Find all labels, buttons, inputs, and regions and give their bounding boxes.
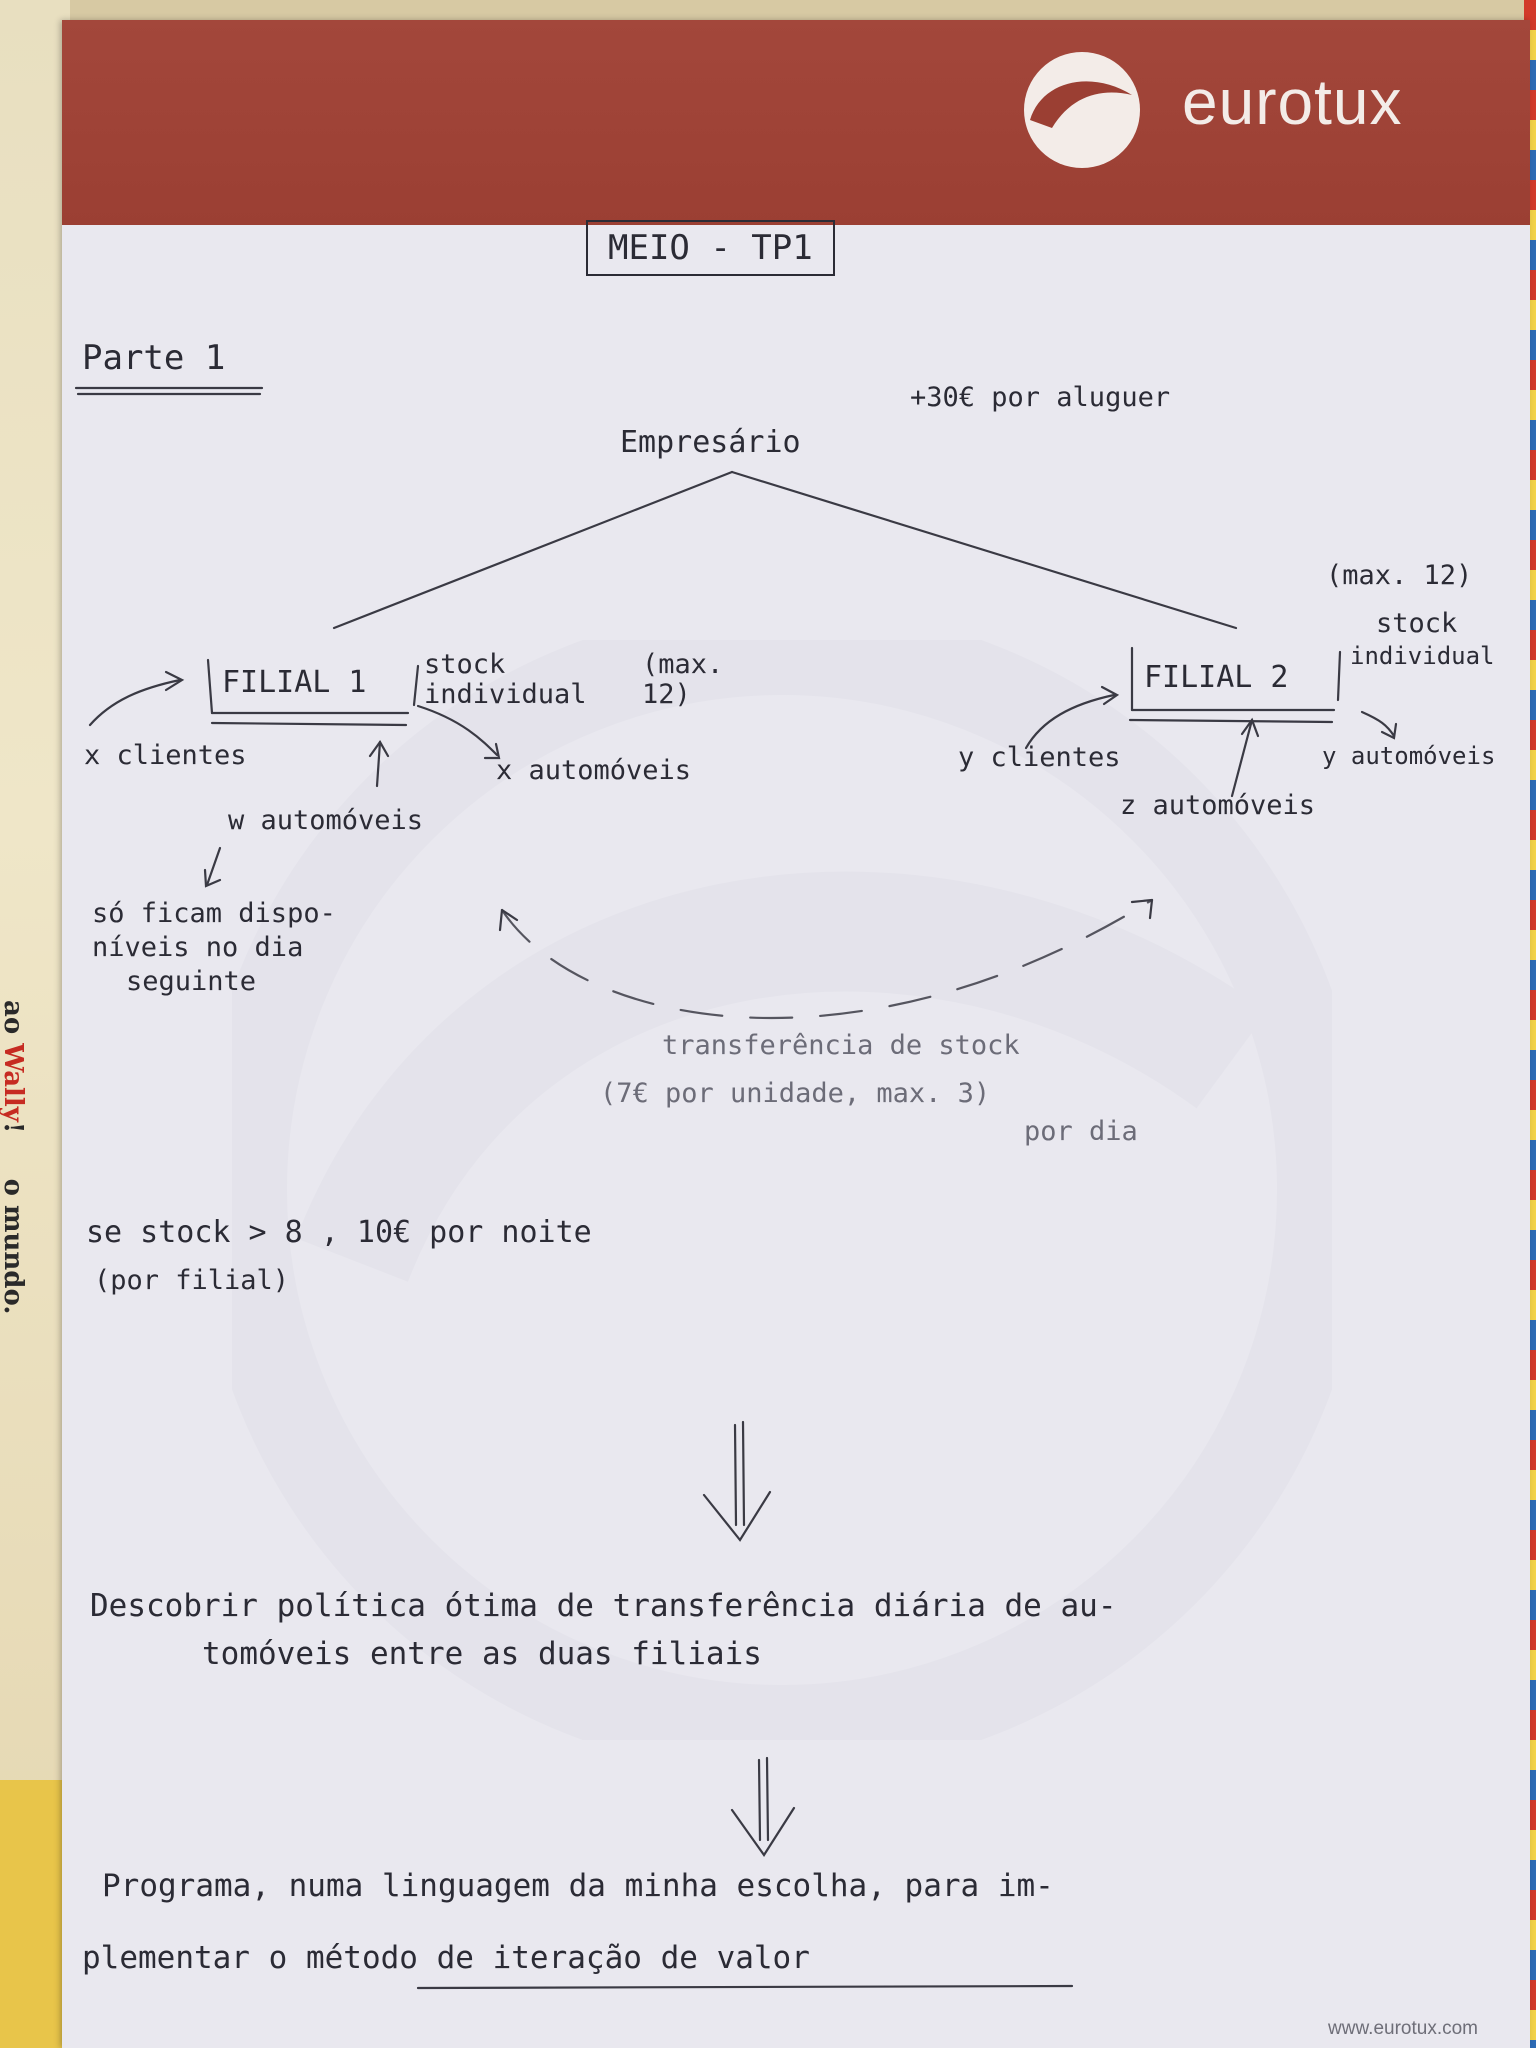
diagram-root-label: Empresário: [620, 425, 801, 460]
branch2-label: FILIAL 2: [1144, 660, 1289, 695]
comic-text-2: o mundo.: [0, 1178, 28, 1315]
footer-website: www.eurotux.com: [1328, 2018, 1478, 2039]
transfer-label: transferência de stock: [662, 1030, 1020, 1061]
branch1-returns-note-2: níveis no dia: [92, 932, 304, 963]
branch2-stock-1: stock: [1376, 608, 1458, 639]
branch2-stock-2: individual: [1350, 642, 1495, 670]
task-line-1: Programa, numa linguagem da minha escolh…: [102, 1868, 1054, 1904]
comic-highlight: Wally: [0, 1043, 28, 1122]
section-heading: Parte 1: [82, 338, 226, 378]
cost-rule-scope: (por filial): [94, 1265, 290, 1296]
branch2-max: (max. 12): [1326, 560, 1473, 591]
cost-rule: se stock > 8 , 10€ por noite: [86, 1215, 592, 1250]
branch1-returns: w automóveis: [228, 805, 424, 836]
brand-name: eurotux: [1182, 66, 1403, 138]
branch1-max: (max. 12): [642, 649, 724, 710]
paper-sheet: eurotux: [62, 20, 1530, 2048]
goal-line-1: Descobrir política ótima de transferênci…: [90, 1588, 1117, 1624]
branch1-returns-note-3: seguinte: [126, 966, 257, 997]
branch1-in-clients: x clientes: [84, 740, 247, 771]
background-comic-text: ao Wally! o mundo.: [0, 1000, 28, 1314]
goal-line-2: tomóveis entre as duas filiais: [202, 1636, 762, 1672]
eurotux-logo-icon: [1024, 52, 1140, 168]
root-note: +30€ por aluguer: [910, 382, 1171, 413]
watermark-logo-icon: [232, 640, 1332, 1740]
branch2-out-cars: y automóveis: [1322, 742, 1496, 770]
transfer-cost: (7€ por unidade, max. 3): [600, 1078, 991, 1109]
transfer-period: por dia: [1024, 1116, 1138, 1147]
page-title: MEIO - TP1: [586, 220, 835, 276]
task-line-2: plementar o método de iteração de valor: [82, 1940, 810, 1976]
branch1-label: FILIAL 1: [222, 665, 367, 700]
task-line-2-prefix: plementar o: [82, 1940, 306, 1976]
branch2-in-clients: y clientes: [958, 742, 1121, 773]
branch2-returns: z automóveis: [1120, 790, 1316, 821]
background-comic-strip: [0, 1780, 70, 2048]
task-method: método de iteração de valor: [305, 1940, 810, 1976]
header-band: eurotux: [62, 20, 1530, 225]
background-left: [0, 0, 70, 2048]
diagram-lines: [74, 386, 1398, 1990]
branch1-stock: stock individual: [424, 649, 587, 710]
branch1-out-cars: x automóveis: [496, 755, 692, 786]
comic-text-1: ao Wally!: [0, 1000, 28, 1134]
branch1-returns-note-1: só ficam dispo-: [92, 898, 336, 929]
